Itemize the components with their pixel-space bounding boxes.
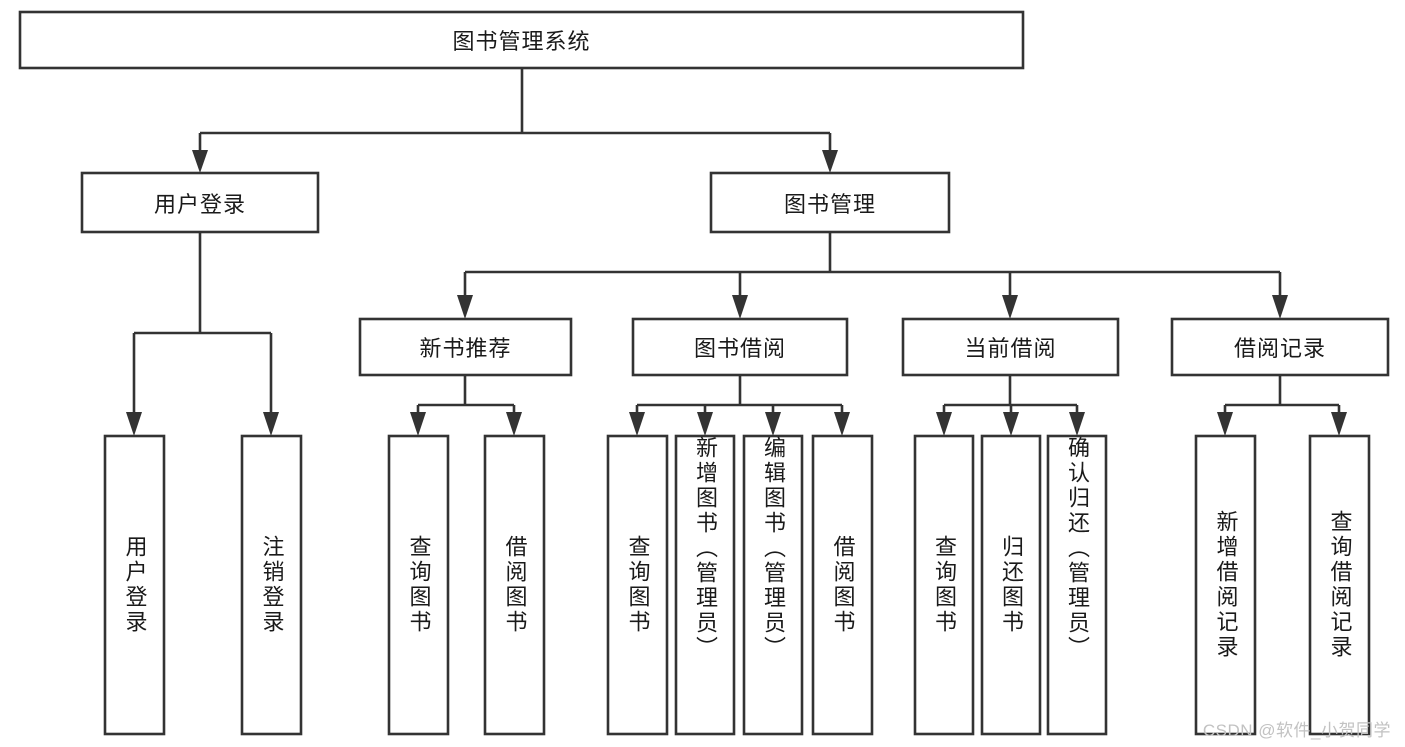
arrow-head-leaf-return-book: [1003, 412, 1019, 436]
arrow-head-leaf-edit-book: [765, 412, 781, 436]
arrow-head-leaf-logout-login: [263, 412, 279, 436]
node-box-leaf-logout-login[interactable]: [240, 434, 303, 736]
node-box-leaf-add-record[interactable]: [1194, 434, 1257, 736]
node-box-leaf-query-book-2[interactable]: [606, 434, 669, 736]
node-box-leaf-edit-book[interactable]: [742, 434, 804, 736]
node-box-leaf-query-book-1[interactable]: [387, 434, 450, 736]
node-box-leaf-user-login[interactable]: [103, 434, 166, 736]
node-box-leaf-query-record[interactable]: [1308, 434, 1371, 736]
arrow-head-leaf-borrow-book-2: [834, 412, 850, 436]
connector-group-borrow-record: [1217, 375, 1347, 436]
node-box-leaf-add-book[interactable]: [674, 434, 736, 736]
arrow-head-borrow-record: [1272, 295, 1288, 319]
node-box-current-borrow[interactable]: [901, 317, 1120, 377]
node-box-leaf-borrow-book-2[interactable]: [811, 434, 874, 736]
arrow-head-leaf-borrow-book-1: [506, 412, 522, 436]
node-box-leaf-return-book[interactable]: [980, 434, 1042, 736]
node-box-book-borrow[interactable]: [631, 317, 849, 377]
arrow-head-leaf-user-login: [126, 412, 142, 436]
arrow-head-leaf-query-book-2: [629, 412, 645, 436]
arrow-head-book-borrow: [732, 295, 748, 319]
node-box-borrow-record[interactable]: [1170, 317, 1390, 377]
connector-group-book-borrow: [629, 375, 850, 436]
arrow-head-book-manage: [822, 150, 838, 173]
node-box-leaf-query-book-3[interactable]: [913, 434, 975, 736]
arrow-head-leaf-query-book-1: [410, 412, 426, 436]
arrow-head-leaf-confirm-return: [1069, 412, 1085, 436]
node-box-book-manage[interactable]: [709, 171, 951, 234]
node-box-leaf-borrow-book-1[interactable]: [483, 434, 546, 736]
connector-group-new-book-recommend: [410, 375, 522, 436]
arrow-head-new-book-recommend: [457, 295, 473, 319]
arrow-head-leaf-add-book: [697, 412, 713, 436]
connector-group-book-manage: [457, 232, 1288, 319]
arrow-head-leaf-add-record: [1217, 412, 1233, 436]
node-box-user-login[interactable]: [80, 171, 320, 234]
node-box-leaf-confirm-return[interactable]: [1046, 434, 1108, 736]
arrow-head-user-login: [192, 150, 208, 173]
connector-group-root: [192, 68, 838, 173]
connector-group-user-login: [126, 232, 279, 436]
connector-group-current-borrow: [936, 375, 1085, 436]
node-box-root[interactable]: [18, 10, 1025, 70]
arrow-head-leaf-query-book-3: [936, 412, 952, 436]
arrow-head-current-borrow: [1002, 295, 1018, 319]
node-box-new-book-recommend[interactable]: [358, 317, 573, 377]
arrow-head-leaf-query-record: [1331, 412, 1347, 436]
